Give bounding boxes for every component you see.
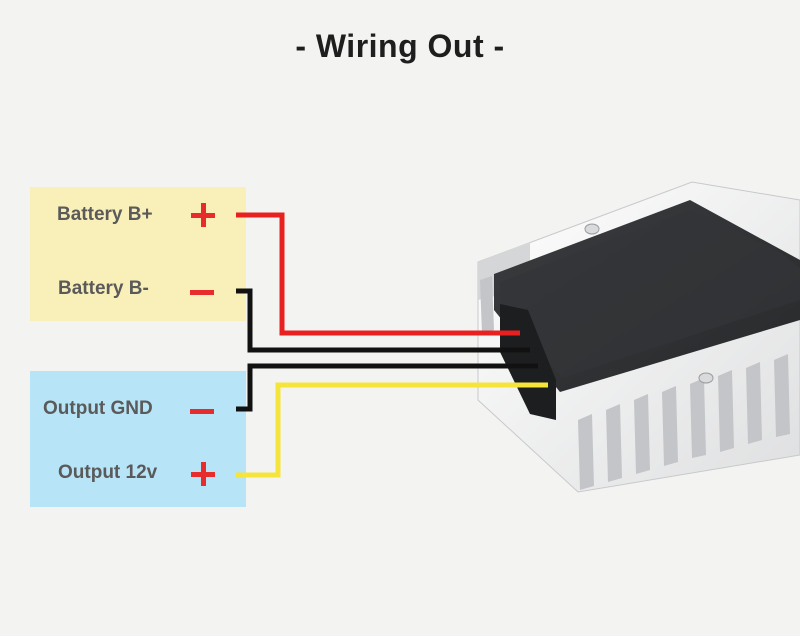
battery-input-box [30,187,246,321]
mount-hole-icon [698,372,714,384]
heatsink-fins [480,276,790,490]
battery-positive-wire [236,212,520,336]
plus-sign-icon [191,462,215,486]
plus-sign-icon [191,203,215,227]
output-12v-label: Output 12v [58,462,158,483]
diagram-title: - Wiring Out - [295,28,505,64]
minus-sign-icon [190,399,214,423]
output-box [30,371,246,507]
battery-negative-label: Battery B- [58,278,149,299]
output-gnd-wire [236,363,538,412]
output-gnd-label: Output GND [43,398,153,419]
battery-negative-wire [236,288,530,353]
dc-converter-module [477,181,800,493]
battery-positive-label: Battery B+ [57,204,153,225]
output-12v-wire [236,382,548,478]
mount-hole-icon [584,223,600,235]
minus-sign-icon [190,280,214,304]
